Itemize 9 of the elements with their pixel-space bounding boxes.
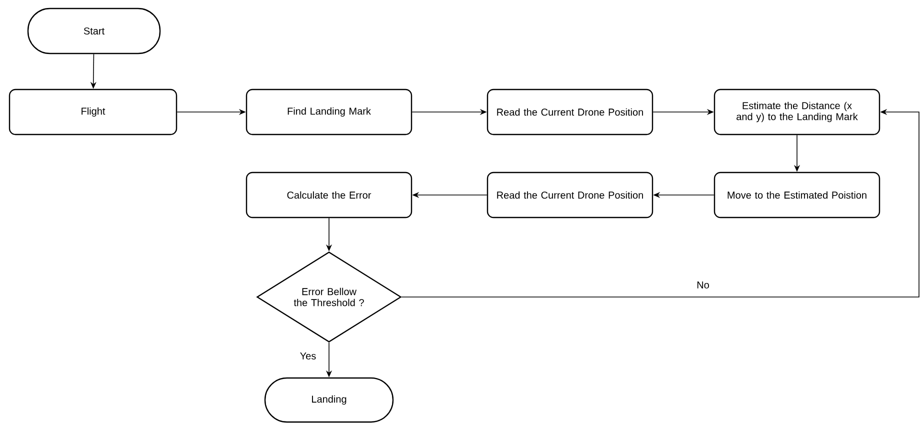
- process-box: Flight: [8, 88, 178, 136]
- process-box: Calculate the Error: [246, 172, 412, 218]
- process-box: Read the Current Drone Position: [486, 172, 654, 218]
- edge-label: Yes: [298, 352, 318, 360]
- process-box: Read the Current Drone Position: [486, 88, 654, 136]
- process-box: Move to the Estimated Poistion: [714, 172, 880, 218]
- process-box: Find Landing Mark: [246, 88, 412, 136]
- process-box: Estimate the Distance (x and y) to the Landing Mark: [714, 88, 880, 136]
- edge-label: No: [696, 280, 710, 290]
